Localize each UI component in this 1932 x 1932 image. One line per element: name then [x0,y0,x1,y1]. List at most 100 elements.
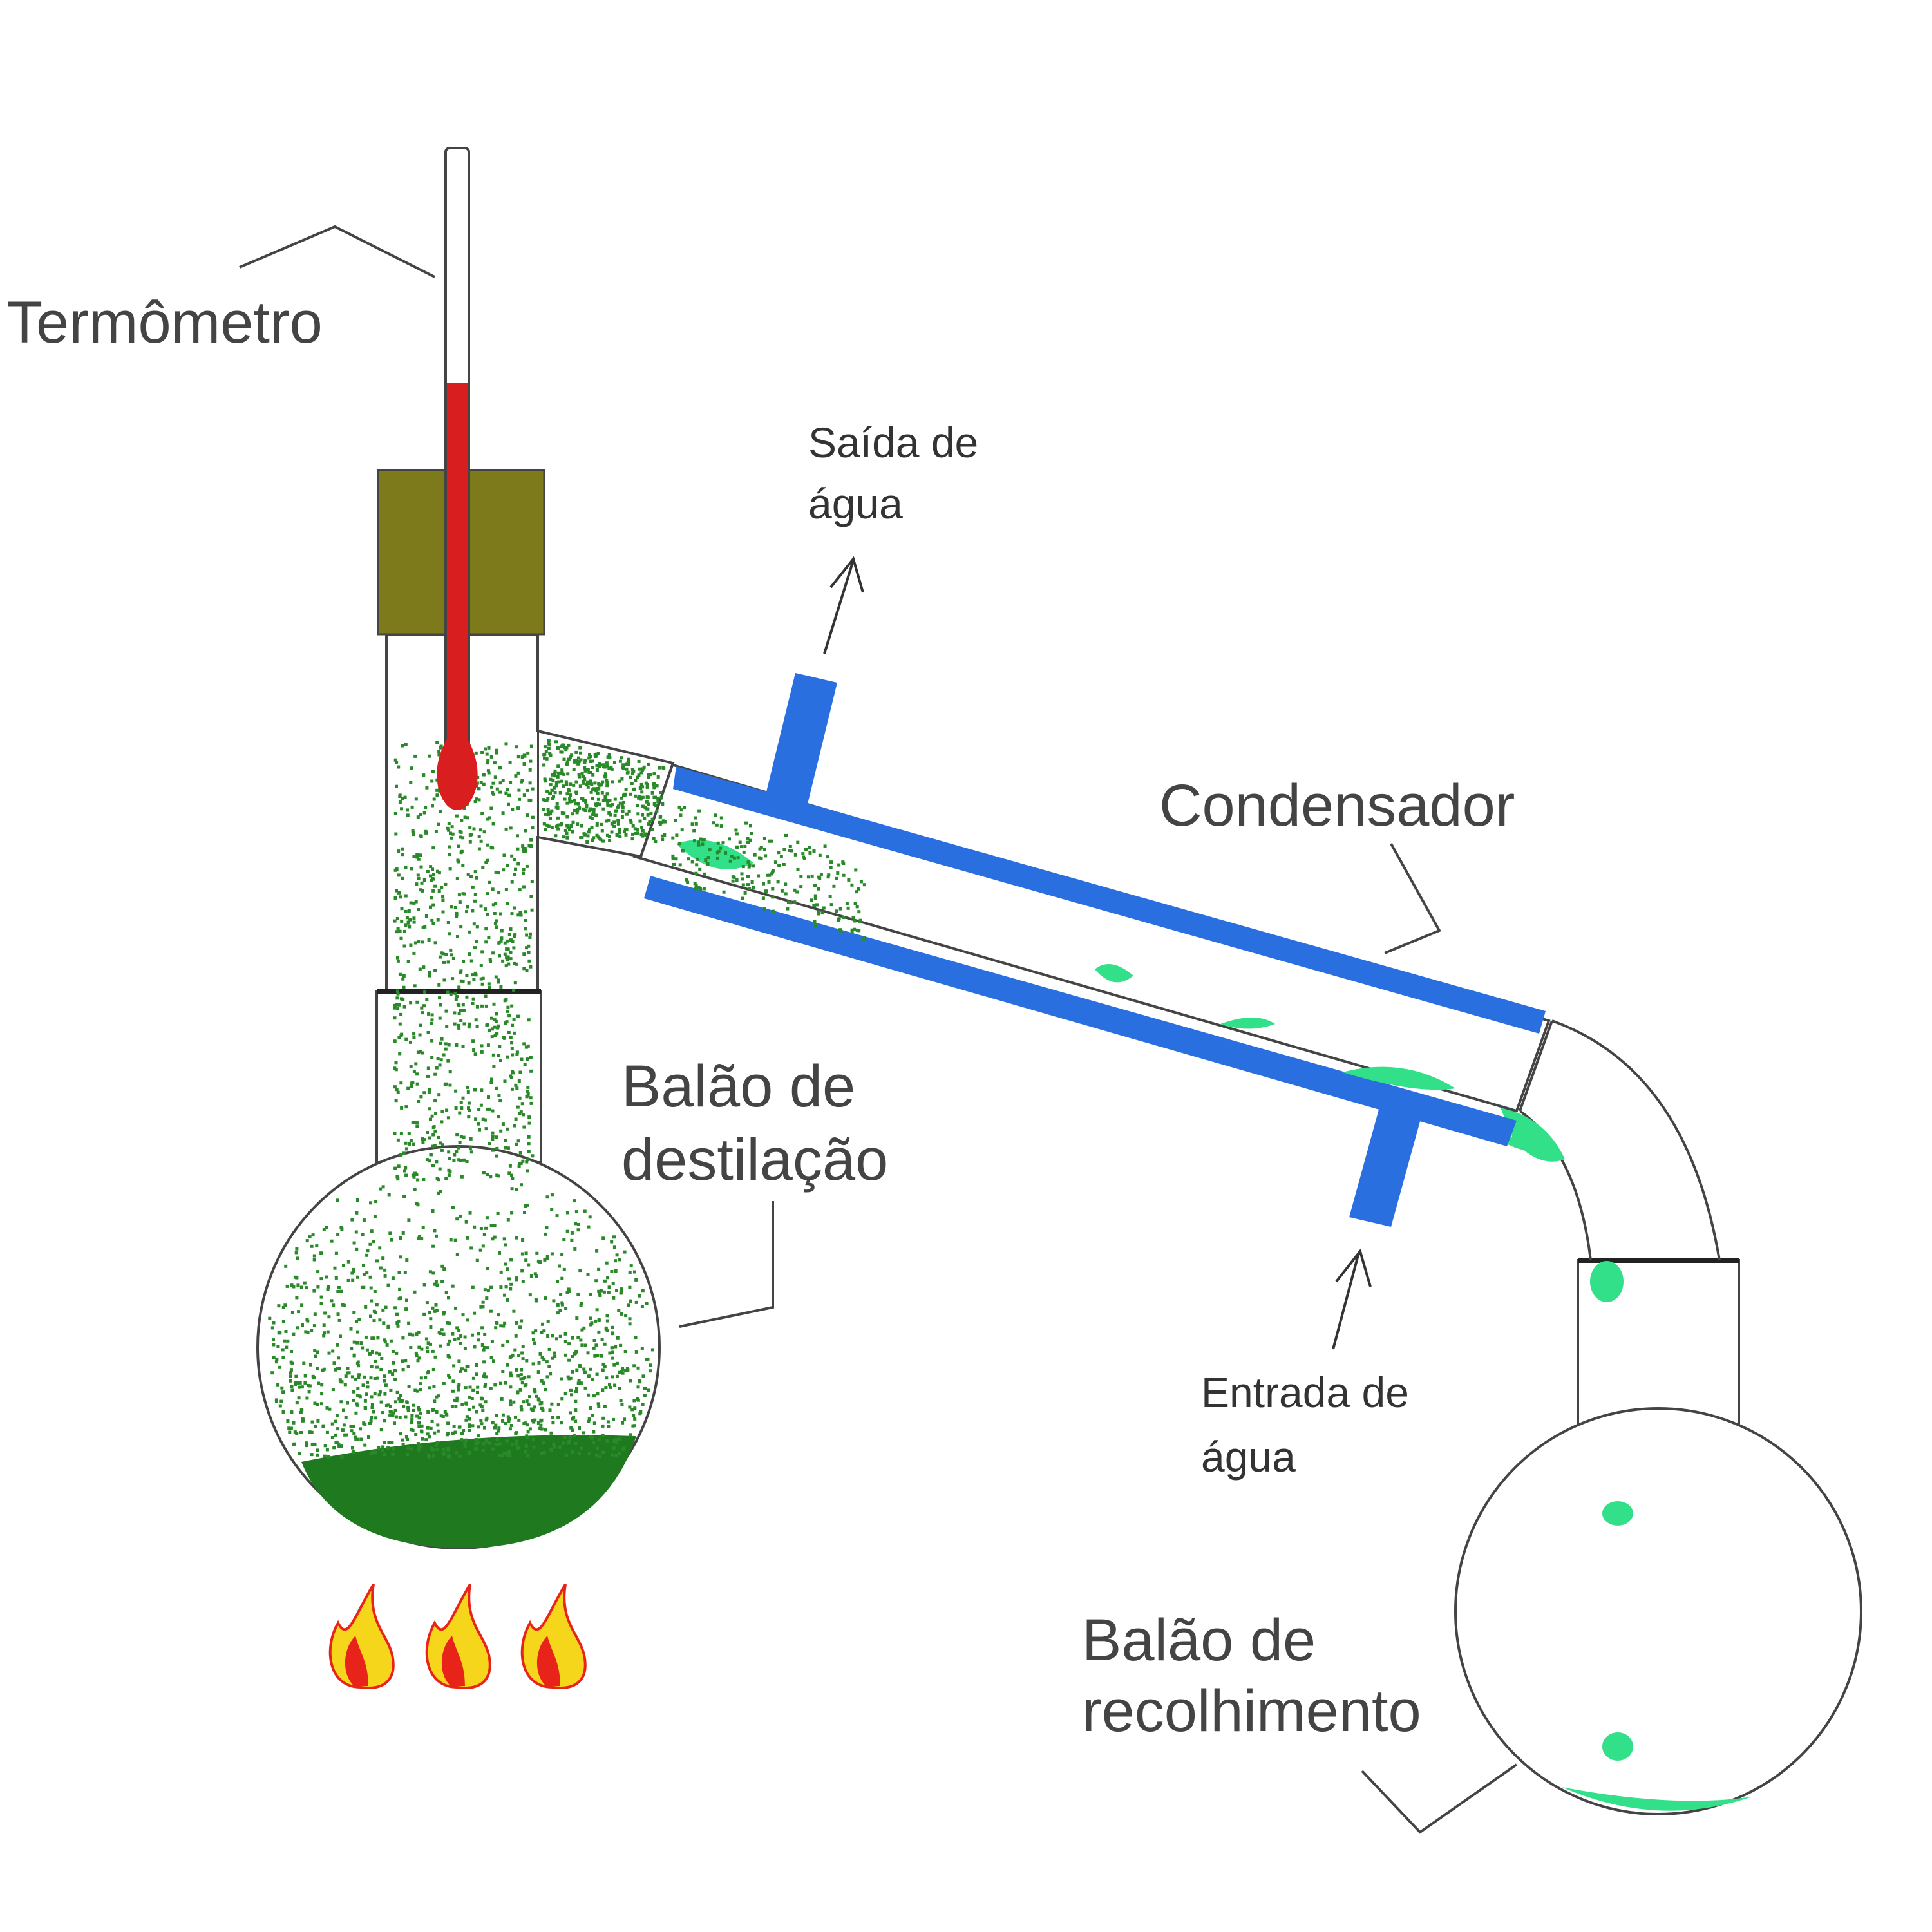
vapor-dot [409,1001,413,1005]
vapor-dot [770,872,773,876]
vapor-dot [574,802,578,806]
vapor-dot [401,744,404,748]
vapor-dot [442,1311,446,1314]
vapor-dot [525,1160,529,1164]
vapor-dot [512,988,516,992]
vapor-dot [268,1316,272,1320]
vapor-dot [645,1302,649,1305]
vapor-dot [525,1359,529,1363]
vapor-dot [591,1378,594,1381]
vapor-dot [459,1334,463,1338]
vapor-dot [573,760,576,764]
vapor-dot [513,961,516,965]
vapor-dot [616,1336,620,1340]
vapor-dot [495,1173,499,1177]
vapor-dot [477,1108,481,1111]
vapor-dot [401,998,405,1001]
vapor-dot [486,892,489,896]
vapor-dot [347,1371,351,1375]
vapor-dot [636,812,640,816]
vapor-dot [369,1286,373,1290]
vapor-dot [274,1360,278,1364]
vapor-dot [479,781,483,784]
vapor-dot [518,1325,522,1329]
vapor-dot [404,1166,408,1170]
vapor-dot [643,832,647,836]
vapor-dot [699,888,703,892]
vapor-dot [481,1117,485,1121]
vapor-dot [645,800,649,804]
vapor-dot [596,791,600,795]
vapor-dot [504,1243,507,1247]
vapor-dot [504,964,508,968]
vapor-dot [431,1133,435,1137]
vapor-dot [383,1268,387,1272]
vapor-dot [403,795,407,799]
vapor-dot [578,1364,582,1367]
vapor-dot [614,1441,618,1444]
vapor-dot [569,824,573,828]
vapor-dot [388,1413,392,1417]
vapor-dot [495,919,498,923]
vapor-dot [415,853,419,857]
vapor-dot [596,797,600,801]
vapor-dot [527,1150,531,1153]
vapor-dot [370,1406,374,1409]
vapor-dot [515,745,518,749]
vapor-dot [623,828,627,831]
vapor-dot [356,1394,360,1397]
vapor-dot [587,1420,591,1423]
vapor-dot [623,1368,627,1372]
vapor-dot [652,786,656,790]
vapor-dot [342,1408,345,1412]
vapor-dot [796,840,800,844]
vapor-dot [410,805,414,809]
vapor-dot [857,887,860,891]
vapor-dot [355,1362,359,1365]
vapor-dot [510,1211,514,1215]
vapor-dot [424,1376,428,1379]
vapor-dot [484,1118,487,1122]
vapor-dot [591,797,594,800]
vapor-dot [634,794,638,798]
vapor-dot [516,1105,520,1109]
vapor-dot [642,765,646,769]
vapor-dot [558,1445,562,1449]
vapor-dot [458,1111,462,1115]
vapor-dot [784,833,788,837]
vapor-dot [587,1393,591,1397]
vapor-dot [404,866,408,869]
vapor-dot [482,1374,485,1378]
vapor-dot [629,775,632,779]
vapor-dot [562,1441,565,1445]
vapor-dot [558,1264,561,1268]
vapor-dot [564,1454,568,1457]
vapor-dot [305,1396,309,1400]
vapor-dot [547,1365,551,1368]
vapor-dot [481,1408,485,1412]
vapor-dot [400,907,404,911]
vapor-dot [495,1154,498,1158]
vapor-dot [526,1430,530,1434]
vapor-dot [325,1430,329,1434]
vapor-dot [344,1416,348,1419]
vapor-dot [601,780,605,784]
vapor-dot [444,1042,448,1046]
vapor-dot [594,1319,598,1323]
vapor-dot [488,880,491,884]
vapor-dot [513,906,516,910]
vapor-dot [474,1018,478,1022]
vapor-dot [596,1354,600,1358]
vapor-dot [547,812,551,816]
vapor-dot [272,1343,276,1347]
vapor-dot [518,1388,522,1392]
vapor-dot [714,813,717,817]
vapor-dot [381,1445,385,1449]
vapor-dot [422,1138,426,1142]
vapor-dot [567,757,571,761]
vapor-dot [506,1298,509,1302]
vapor-dot [623,1350,627,1354]
vapor-dot [336,1289,340,1293]
vapor-dot [782,863,786,866]
vapor-dot [514,774,518,778]
